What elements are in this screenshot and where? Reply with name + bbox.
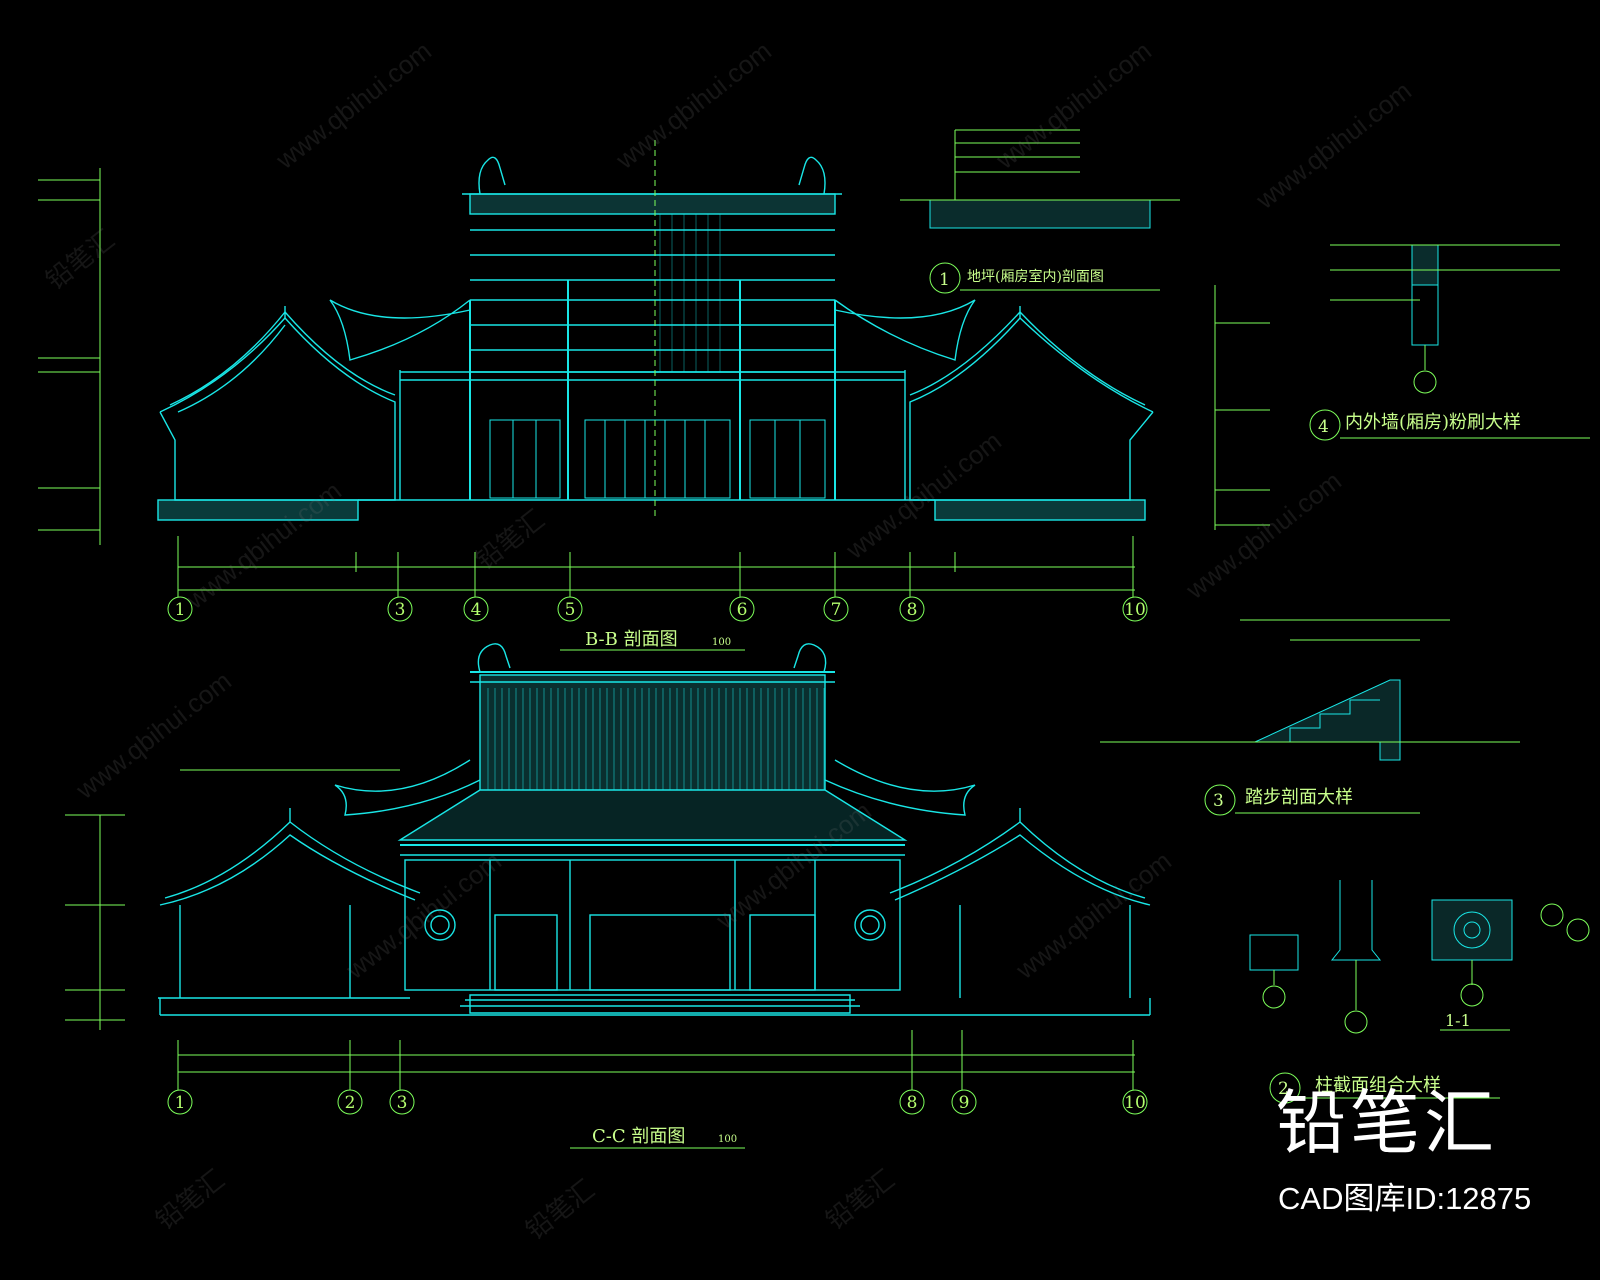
grid-axis-label: 10 bbox=[1124, 600, 1146, 620]
section-bb-title: B-B 剖面图 bbox=[585, 629, 678, 650]
grid-axis-bubble bbox=[557, 596, 583, 622]
grid-axis-bubble bbox=[1122, 1089, 1148, 1115]
section-cc-dimensions bbox=[65, 769, 1135, 1090]
grid-axis-label: 9 bbox=[959, 1093, 970, 1113]
grid-axis-bubble bbox=[337, 1089, 363, 1115]
detail-step-section bbox=[1100, 619, 1520, 816]
grid-axis-label: 1 bbox=[175, 600, 186, 620]
section-cc-title: C-C 剖面图 bbox=[592, 1126, 685, 1147]
section-cc bbox=[158, 643, 1151, 1016]
detail-wall-plaster bbox=[1309, 244, 1590, 441]
grid-axis-bubble bbox=[387, 596, 413, 622]
grid-axis-bubble bbox=[389, 1089, 415, 1115]
cad-library-id: CAD图库ID:12875 bbox=[1278, 1181, 1532, 1216]
grid-axis-bubble bbox=[1122, 596, 1148, 622]
grid-axis-label: 5 bbox=[565, 600, 576, 620]
grid-axis-bubble bbox=[167, 596, 193, 622]
detail-1-number: 1 bbox=[939, 270, 950, 290]
section-bb bbox=[157, 156, 1154, 521]
detail-3-number: 3 bbox=[1213, 791, 1224, 811]
section-cc-grid-bubbles: 1 2 3 8 9 10 bbox=[167, 1089, 1148, 1115]
grid-axis-bubble bbox=[729, 596, 755, 622]
grid-axis-label: 6 bbox=[737, 600, 748, 620]
detail-2-number: 2 bbox=[1278, 1079, 1289, 1099]
grid-axis-bubble bbox=[463, 596, 489, 622]
grid-axis-bubble bbox=[951, 1089, 977, 1115]
section-bb-grid-bubbles: 1 3 4 5 6 7 8 10 bbox=[167, 596, 1148, 622]
section-bb-scale: 100 bbox=[712, 637, 731, 648]
grid-axis-bubble bbox=[899, 596, 925, 622]
grid-axis-label: 2 bbox=[345, 1093, 356, 1113]
detail-3-title: 踏步剖面大样 bbox=[1245, 787, 1353, 808]
grid-axis-label: 3 bbox=[397, 1093, 408, 1113]
grid-axis-label: 10 bbox=[1124, 1093, 1146, 1113]
detail-4-title: 内外墙(厢房)粉刷大样 bbox=[1345, 412, 1521, 433]
grid-axis-label: 3 bbox=[395, 600, 406, 620]
detail-column-section bbox=[1249, 880, 1590, 1104]
grid-axis-label: 7 bbox=[831, 600, 842, 620]
grid-axis-label: 8 bbox=[907, 600, 918, 620]
grid-axis-bubble bbox=[823, 596, 849, 622]
grid-axis-label: 1 bbox=[175, 1093, 186, 1113]
detail-1-title: 地坪(厢房室内)剖面图 bbox=[967, 268, 1104, 285]
brand-watermark: 铅笔汇 bbox=[1276, 1082, 1498, 1164]
detail-2-title: 柱截面组合大样 bbox=[1315, 1075, 1441, 1096]
section-bb-dimensions bbox=[38, 140, 1270, 597]
section-cc-scale: 100 bbox=[718, 1134, 737, 1145]
grid-axis-bubble bbox=[167, 1089, 193, 1115]
grid-axis-bubble bbox=[899, 1089, 925, 1115]
detail-4-number: 4 bbox=[1318, 417, 1329, 437]
grid-axis-label: 4 bbox=[471, 600, 482, 620]
detail-floor-section bbox=[900, 129, 1180, 294]
detail-1-1-label: 1-1 bbox=[1445, 1011, 1471, 1030]
grid-axis-label: 8 bbox=[907, 1093, 918, 1113]
